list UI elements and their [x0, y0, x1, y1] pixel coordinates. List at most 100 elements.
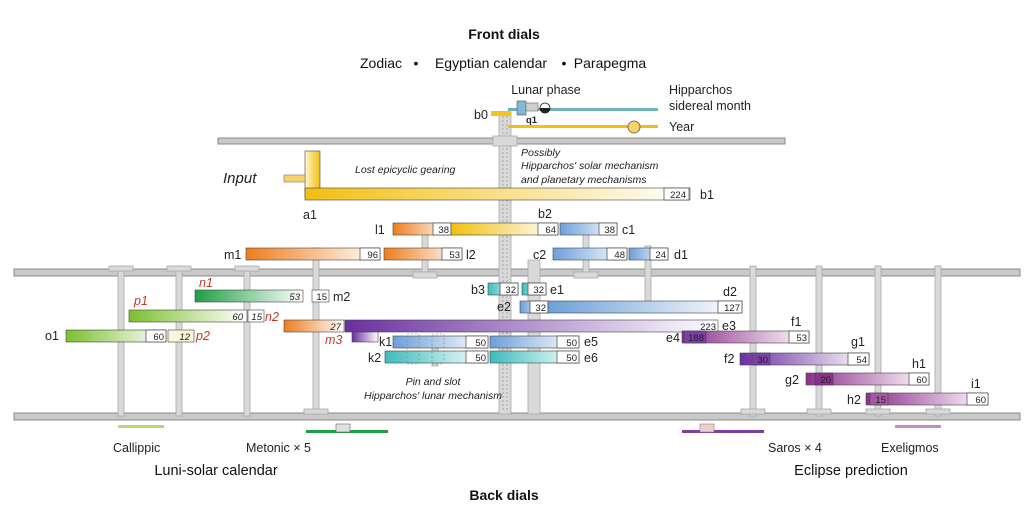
g1-teeth-box — [847, 352, 870, 366]
back-dial-pointers — [118, 423, 941, 433]
e1-label: e1 — [550, 283, 564, 297]
b1-teeth: 224 — [670, 190, 686, 201]
arbor-i-collar — [925, 408, 951, 415]
d2-teeth: 127 — [724, 303, 740, 314]
g1-teeth: 54 — [856, 355, 867, 366]
eclipse-prediction-label: Eclipse prediction — [794, 463, 908, 479]
k1-teeth-box — [465, 335, 489, 349]
b2-teeth-box — [537, 222, 559, 236]
row-k1-e5: k1 50 50 e5 g1 — [379, 335, 865, 349]
row-l1-b2-c1: 38 l1 64 b2 38 c1 — [375, 207, 635, 237]
exeligmos-label: Exeligmos — [881, 441, 939, 455]
c1-teeth: 38 — [604, 225, 615, 236]
row-k2-e6: k2 50 50 e6 — [368, 333, 598, 365]
m2-gear — [311, 289, 330, 303]
row-p1-n2: p1 60 15 n2 — [128, 294, 279, 324]
p1-teeth: 60 — [232, 312, 243, 323]
arbor-l-collar — [412, 271, 438, 279]
f2-teeth-box — [751, 352, 771, 366]
input-shaft — [283, 174, 306, 183]
p2-teeth: 12 — [179, 332, 190, 343]
e3-label: e3 — [722, 319, 736, 333]
central-arbor-bushing-front — [492, 135, 518, 147]
n2-teeth: 15 — [251, 312, 262, 323]
l2-label: l2 — [466, 248, 476, 262]
subtitle-zodiac: Zodiac — [360, 55, 402, 71]
arbor-a-collar — [303, 408, 329, 415]
l1-label: l1 — [375, 223, 385, 237]
d1-teeth-box — [649, 247, 669, 261]
m3-gear — [283, 319, 345, 333]
c2-teeth-box — [606, 247, 628, 261]
m1-teeth-box — [359, 247, 381, 261]
h2-teeth-box — [869, 392, 889, 406]
arbor-f-collar — [740, 408, 766, 415]
e4-teeth-box — [683, 330, 707, 344]
e6-teeth: 50 — [566, 353, 577, 364]
pin-slot-annotation-line2: Hipparchos' lunar mechanism — [364, 390, 502, 402]
saros-label: Saros × 4 — [768, 441, 822, 455]
middle-plate — [13, 268, 1021, 277]
row-o1-p2: o1 60 12 p2 — [45, 329, 210, 343]
g1-label: g1 — [851, 335, 865, 349]
p1-label: p1 — [133, 294, 148, 308]
lunar-phase-housing — [525, 102, 539, 112]
h2-label: h2 — [847, 393, 861, 407]
e2-teeth: 32 — [535, 303, 546, 314]
row-b3-e1: 32 b3 32 e1 — [471, 282, 564, 297]
l2-teeth: 53 — [449, 250, 460, 261]
back-plate — [13, 412, 1021, 421]
row-h2-i1: i1 h2 15 60 — [847, 377, 989, 407]
callippic-label: Callippic — [113, 441, 160, 455]
arbor-c-collar — [573, 271, 599, 279]
luni-solar-calendar-label: Luni-solar calendar — [154, 463, 277, 479]
subtitle-bullet-2: • — [562, 55, 567, 71]
e3-gear — [344, 319, 719, 333]
exeligmos-pointer — [895, 425, 941, 428]
arbor-h — [874, 265, 882, 417]
b1-label: b1 — [700, 188, 714, 202]
k2-label: k2 — [368, 351, 381, 365]
q1-gear — [516, 100, 527, 116]
front-dials-subtitle: Zodiac • Egyptian calendar • Parapegma — [360, 55, 646, 71]
h1-teeth-box — [908, 372, 930, 386]
arbor-p-collar — [166, 265, 192, 272]
n1-teeth: 53 — [289, 292, 300, 303]
c2-teeth: 48 — [614, 250, 625, 261]
input-label: Input — [223, 170, 257, 187]
h1-label: h1 — [912, 357, 926, 371]
e5-teeth-box — [556, 335, 580, 349]
arbor-h-collar — [865, 408, 891, 415]
h2-teeth: 15 — [875, 395, 886, 406]
i1-label: i1 — [971, 377, 981, 391]
h1-teeth: 60 — [916, 375, 927, 386]
b0-gear — [491, 111, 511, 116]
row-n1-m2: n1 53 15 m2 — [194, 276, 350, 304]
e3-hub-left — [351, 331, 379, 343]
hipparchos-label-line1: Hipparchos — [669, 83, 732, 97]
lunar-phase-assembly: b0 q1 Lunar phase Hipparchos sidereal mo… — [474, 83, 751, 134]
subtitle-egyptian-calendar: Egyptian calendar — [435, 55, 547, 71]
row-e4-f1: e4 188 53 f1 — [666, 315, 810, 345]
f2-teeth: 30 — [757, 355, 768, 366]
b2-label: b2 — [538, 207, 552, 221]
q1-label: q1 — [526, 115, 538, 126]
pin-slot-left — [406, 333, 420, 365]
lunar-phase-ball-dark-half — [540, 108, 550, 113]
c2-label: c2 — [533, 248, 546, 262]
row-m3-e3: 27 m3 223 e3 — [283, 319, 736, 347]
m1-label: m1 — [224, 248, 241, 262]
metonic-pointer-hub — [335, 423, 351, 433]
n1-gear — [194, 289, 304, 303]
hipparchos-label-line2: sidereal month — [669, 99, 751, 113]
subtitle-bullet-1: • — [414, 55, 419, 71]
n2-label: n2 — [265, 310, 279, 324]
possibly-annotation-line2: Hipparchos' solar mechanism — [521, 160, 659, 172]
e6-label: e6 — [584, 351, 598, 365]
metonic-label: Metonic × 5 — [246, 441, 311, 455]
o1-label: o1 — [45, 329, 59, 343]
pin-slot-right — [431, 333, 445, 365]
saros-pointer-hub — [699, 423, 715, 433]
year-pointer-knob — [627, 120, 641, 134]
sidereal-month-bar — [508, 108, 658, 111]
